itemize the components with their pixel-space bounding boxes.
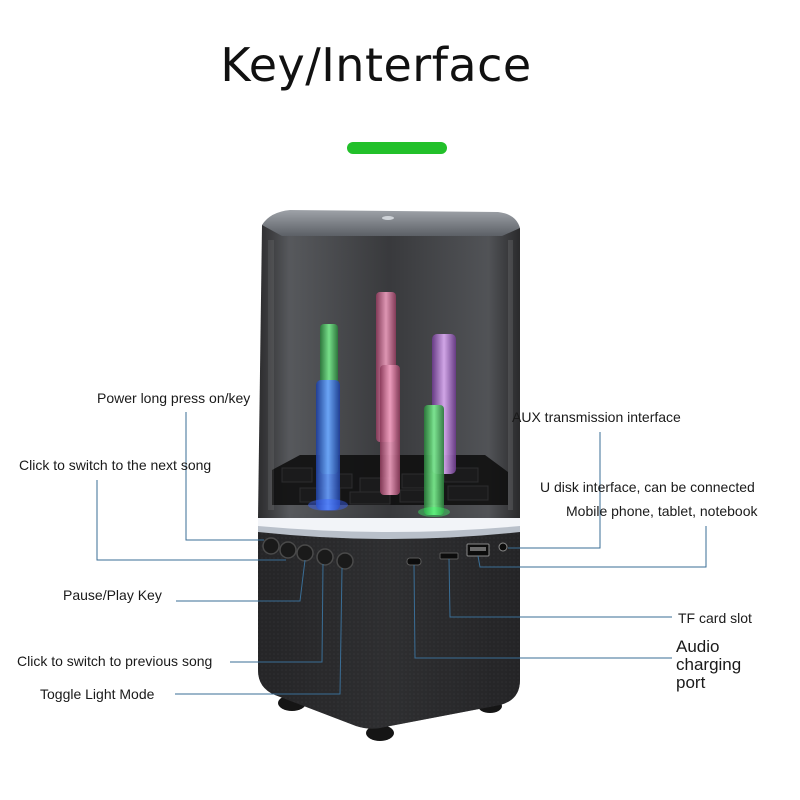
light-ring [258,514,520,534]
label-tf-card: TF card slot [678,610,752,626]
audio-charging-port [406,557,422,566]
tf-card-slot [439,552,459,560]
shell-top [262,210,520,236]
aux-port [498,542,508,552]
next-song-button [279,541,297,559]
label-previous-song: Click to switch to previous song [17,653,213,669]
accent-bar [347,142,447,154]
label-audio-line1: Audio [676,637,720,656]
label-audio-line3: port [676,673,706,692]
foot-front [366,725,394,741]
next-song-key[interactable] [281,543,295,557]
label-u-disk-line1: U disk interface, can be connected [540,479,755,495]
label-aux-interface: AUX transmission interface [512,409,681,425]
light-mode-key[interactable] [338,554,352,568]
pause-play-key[interactable] [298,546,312,560]
power-key[interactable] [264,539,278,553]
label-u-disk-line2: Mobile phone, tablet, notebook [566,503,758,519]
previous-song-key[interactable] [318,550,332,564]
light-tube-green-front [424,405,444,515]
light-mode-button [336,552,354,570]
power-button [262,537,280,555]
label-audio-charging: Audio charging port [676,638,741,692]
label-pause-play: Pause/Play Key [63,587,162,603]
light-tube-blue [316,380,340,510]
control-buttons [262,537,354,570]
label-next-song: Click to switch to the next song [19,457,212,473]
previous-song-button [316,548,334,566]
light-tube-pink-front [380,365,400,495]
label-power-key: Power long press on/key [97,390,251,406]
leader-lines [96,412,707,695]
page-title: Key/Interface [220,38,532,92]
label-audio-line2: charging [676,655,742,674]
label-light-mode: Toggle Light Mode [40,686,155,702]
